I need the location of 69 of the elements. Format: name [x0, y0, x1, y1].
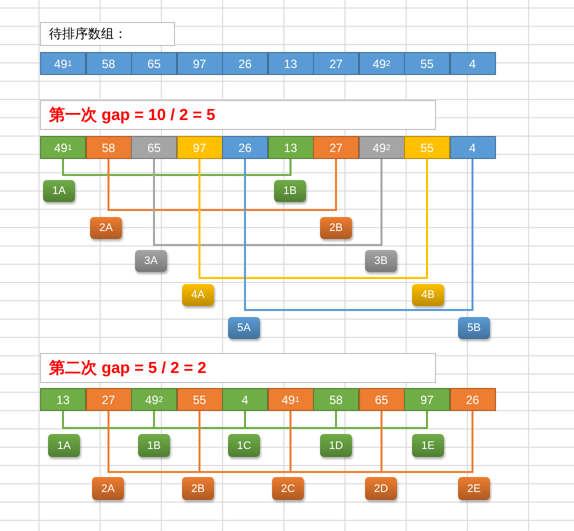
group-tag: 1A	[48, 434, 80, 457]
array-cell: 13	[40, 388, 86, 411]
connector-line	[153, 411, 246, 429]
group-tag: 4A	[182, 284, 214, 306]
array-cell: 97	[404, 388, 450, 411]
group-tag: 2A	[92, 477, 124, 500]
array-cell: 65	[358, 388, 404, 411]
group-tag: 2B	[320, 217, 352, 239]
connector-line	[290, 411, 382, 473]
connector-line	[244, 159, 474, 311]
array-cell: 26	[222, 52, 268, 75]
array-cell: 58	[86, 52, 132, 75]
array-cell: 27	[313, 136, 359, 159]
array-cell: 58	[86, 136, 132, 159]
array-cell: 49$^{2}$	[358, 52, 404, 75]
heading-box	[40, 22, 175, 46]
group-tag: 2C	[272, 477, 304, 500]
heading-text: 第二次 gap = 5 / 2 = 2	[49, 358, 206, 378]
array-cell: 65	[131, 52, 177, 75]
array-cell: 55	[404, 52, 450, 75]
group-tag: 2B	[182, 477, 214, 500]
group-tag: 1B	[138, 434, 170, 457]
connector-line	[108, 159, 337, 211]
connector-line	[198, 411, 292, 473]
group-tag: 5A	[228, 317, 260, 339]
group-tag: 1C	[228, 434, 260, 457]
array-cell: 55	[404, 136, 450, 159]
heading-box	[40, 353, 436, 383]
connector-line	[380, 411, 474, 473]
array-cell: 27	[313, 52, 359, 75]
heading-text: 第一次 gap = 10 / 2 = 5	[49, 106, 216, 126]
group-tag: 1E	[412, 434, 444, 457]
connector-line	[198, 159, 428, 279]
group-tag: 3B	[365, 250, 397, 272]
array-cell: 58	[313, 388, 359, 411]
array-cell: 49$^{2}$	[131, 388, 177, 411]
group-tag: 1B	[274, 180, 306, 202]
array-cell: 4	[450, 136, 496, 159]
array-cell: 97	[176, 52, 222, 75]
group-tag: 1D	[320, 434, 352, 457]
connector-line	[62, 159, 292, 176]
array-cell: 26	[450, 388, 496, 411]
group-tag: 2D	[365, 477, 397, 500]
array-cell: 65	[131, 136, 177, 159]
array-cell: 27	[86, 388, 132, 411]
array-cell: 97	[176, 136, 222, 159]
array-cell: 49$^{1}$	[40, 52, 86, 75]
array-cell: 49$^{1}$	[40, 136, 86, 159]
connector-line	[108, 411, 200, 473]
group-tag: 3A	[135, 250, 167, 272]
array-cell: 49$^{1}$	[268, 388, 314, 411]
group-tag: 5B	[458, 317, 490, 339]
connector-line	[153, 159, 382, 246]
connector-line	[62, 411, 155, 429]
array-cell: 49$^{2}$	[358, 136, 404, 159]
group-tag: 2E	[458, 477, 490, 500]
array-cell: 4	[222, 388, 268, 411]
heading-box	[40, 100, 436, 130]
heading-text: 待排序数组：	[49, 25, 127, 43]
array-cell: 55	[176, 388, 222, 411]
array-cell: 13	[268, 52, 314, 75]
group-tag: 1A	[43, 180, 75, 202]
group-tag: 2A	[90, 217, 122, 239]
array-cell: 13	[268, 136, 314, 159]
array-cell: 4	[450, 52, 496, 75]
connector-line	[335, 411, 428, 429]
connector-line	[244, 411, 337, 429]
array-cell: 26	[222, 136, 268, 159]
group-tag: 4B	[412, 284, 444, 306]
